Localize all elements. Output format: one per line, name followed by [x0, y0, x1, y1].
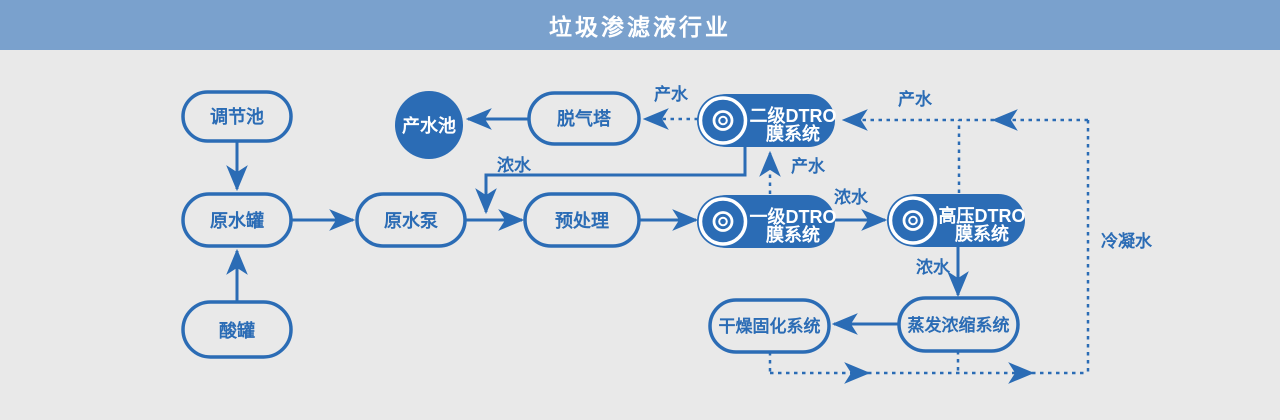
node-product-water-pool-shape	[395, 91, 463, 159]
label-concentrate-to-high-pressure: 浓水	[834, 187, 869, 207]
label-concentrate-to-evaporation: 浓水	[916, 257, 951, 277]
node-degassing-tower-shape	[527, 91, 641, 146]
node-acid-tank-shape	[181, 300, 293, 359]
edge-stage2-concentrate-recycle	[475, 147, 747, 215]
node-raw-water-pump-shape	[355, 192, 467, 248]
label-concentrate-recycle: 浓水	[497, 155, 532, 175]
nodes: 调节池 原水罐 酸罐 原水泵 预处理 脱气塔 产水池	[181, 90, 1026, 359]
label-product-water-to-degasser: 产水	[654, 84, 689, 104]
dtro-disc-icon	[697, 195, 749, 248]
node-pretreatment-shape	[523, 192, 641, 248]
node-dtro-stage1: 一级DTRO 膜系统	[697, 195, 837, 248]
label-condensate: 冷凝水	[1101, 231, 1153, 251]
node-raw-water-tank: 原水罐	[181, 192, 293, 248]
node-dtro-stage2: 二级DTRO 膜系统	[697, 94, 837, 147]
node-degassing-tower: 脱气塔	[527, 91, 641, 146]
node-raw-water-tank-shape	[181, 192, 293, 248]
node-raw-water-tank-label: 原水罐	[210, 210, 264, 231]
node-product-water-pool-label: 产水池	[402, 115, 456, 136]
node-dtro-high-pressure-label-line1: 高压DTRO	[939, 205, 1026, 226]
node-evaporation-system-shape	[897, 296, 1020, 353]
edge-labels: 产水 浓水 产水 产水 浓水 浓水 冷凝水	[497, 84, 1153, 277]
node-regulating-pool: 调节池	[181, 90, 293, 143]
dtro-disc-icon	[697, 94, 749, 147]
node-drying-system-shape	[708, 298, 831, 354]
node-acid-tank: 酸罐	[181, 300, 293, 359]
process-flow-diagram: 产水 浓水 产水 产水 浓水 浓水 冷凝水 调节池 原水罐 酸罐 原水泵	[0, 50, 1280, 420]
node-dtro-high-pressure-label-line2: 膜系统	[954, 223, 1009, 244]
node-evaporation-system-label: 蒸发浓缩系统	[908, 315, 1010, 335]
node-pretreatment-label: 预处理	[555, 210, 609, 231]
node-dtro-high-pressure: 高压DTRO 膜系统	[887, 194, 1026, 247]
node-dtro-stage1-label-line2: 膜系统	[765, 224, 820, 245]
node-pretreatment: 预处理	[523, 192, 641, 248]
node-drying-system-label: 干燥固化系统	[719, 316, 821, 336]
node-raw-water-pump-label: 原水泵	[384, 210, 438, 231]
label-product-water-stage1-to-stage2: 产水	[791, 156, 826, 176]
edges	[226, 108, 1090, 384]
node-drying-system: 干燥固化系统	[708, 298, 831, 354]
diagram-canvas: 产水 浓水 产水 产水 浓水 浓水 冷凝水 调节池 原水罐 酸罐 原水泵	[181, 84, 1153, 384]
node-dtro-stage1-label-line1: 一级DTRO	[750, 206, 837, 227]
label-product-water-condensate: 产水	[898, 89, 933, 109]
header-bar: 垃圾渗滤液行业	[0, 0, 1280, 50]
node-dtro-stage2-label-line1: 二级DTRO	[750, 105, 837, 126]
node-product-water-pool: 产水池	[395, 91, 463, 159]
node-acid-tank-label: 酸罐	[219, 320, 255, 341]
node-regulating-pool-shape	[181, 90, 293, 143]
node-evaporation-system: 蒸发浓缩系统	[897, 296, 1020, 353]
node-raw-water-pump: 原水泵	[355, 192, 467, 248]
node-degassing-tower-label: 脱气塔	[557, 108, 612, 129]
dtro-disc-icon	[887, 194, 939, 247]
page-title: 垃圾渗滤液行业	[549, 14, 731, 40]
node-regulating-pool-label: 调节池	[210, 106, 264, 127]
node-dtro-stage2-label-line2: 膜系统	[765, 123, 820, 144]
